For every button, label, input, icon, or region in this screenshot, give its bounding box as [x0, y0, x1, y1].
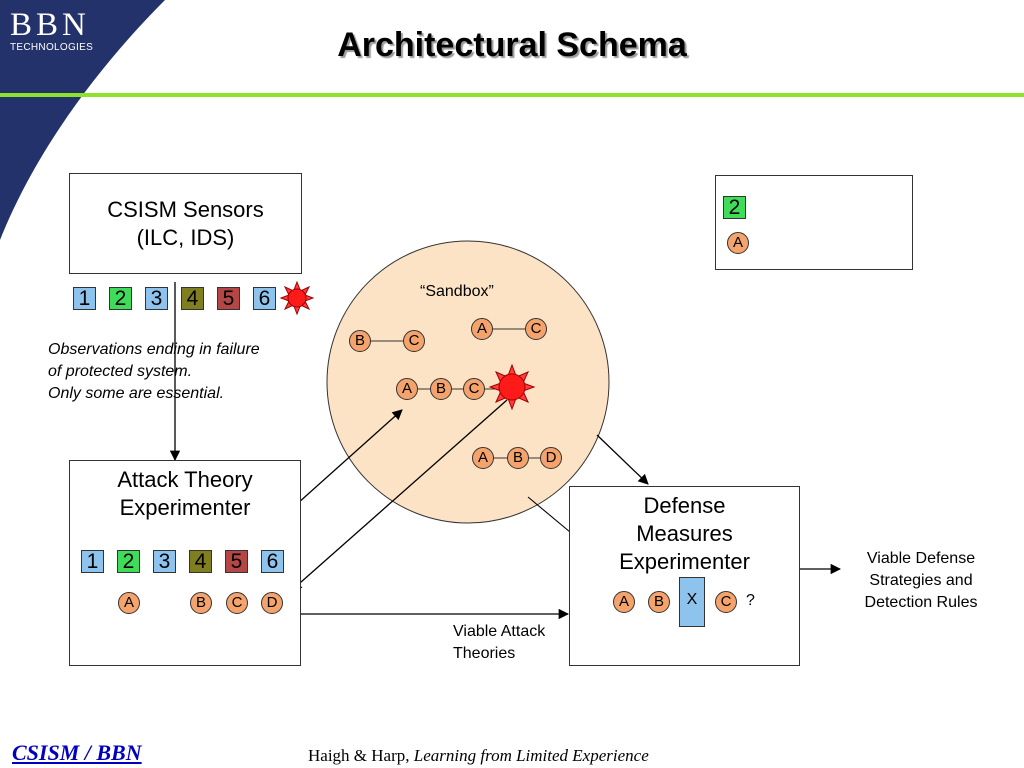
arrow-sandbox-to-attack — [291, 399, 508, 591]
defense-question-mark: ? — [746, 592, 755, 609]
defense-circle-B: B — [648, 591, 670, 613]
attack-num-3: 3 — [153, 550, 176, 573]
sensor-num-4: 4 — [181, 287, 204, 310]
failure-star-icon — [279, 280, 315, 316]
sensor-num-5: 5 — [217, 287, 240, 310]
bbn-logo-subtitle: TECHNOLOGIES — [10, 42, 94, 53]
line-defense-to-sandbox — [527, 496, 571, 533]
sandbox-circle-D: D — [540, 447, 562, 469]
sensors-line1: CSISM Sensors — [107, 197, 264, 222]
arrow-sandbox-to-defense — [596, 434, 649, 485]
sandbox-circle-A: A — [396, 378, 418, 400]
observations-line1: Observations ending in failure — [48, 341, 260, 358]
legend-circle: A — [727, 232, 749, 254]
sensor-num-3: 3 — [145, 287, 168, 310]
defense-line3: Experimenter — [619, 549, 750, 574]
defense-box — [569, 486, 800, 666]
footer-paper-title: Learning from Limited Experience — [413, 746, 649, 765]
viable-defense-line1: Viable Defense — [866, 550, 976, 567]
defense-line2: Measures — [636, 521, 733, 546]
observations-line2: of protected system. — [48, 363, 193, 380]
viable-defense-line3: Detection Rules — [864, 594, 978, 611]
defense-title: Defense Measures Experimenter — [569, 492, 800, 576]
observations-line3: Only some are essential. — [48, 385, 225, 402]
attack-circle-A: A — [118, 592, 140, 614]
legend-box — [715, 175, 913, 270]
attack-num-5: 5 — [225, 550, 248, 573]
legend-num: 2 — [723, 196, 746, 219]
attack-line1: Attack Theory — [117, 467, 253, 492]
failure-star-icon — [488, 363, 536, 411]
defense-line1: Defense — [643, 493, 726, 518]
sensor-num-2: 2 — [109, 287, 132, 310]
navy-corner-shape — [0, 0, 165, 240]
sandbox-circle-B: B — [507, 447, 529, 469]
viable-attack-line1: Viable Attack — [453, 623, 546, 640]
arrow-attack-to-sandbox — [287, 409, 403, 513]
sandbox-circle-A: A — [471, 318, 493, 340]
attack-num-1: 1 — [81, 550, 104, 573]
sensors-line2: (ILC, IDS) — [136, 225, 235, 250]
attack-circle-C: C — [226, 592, 248, 614]
bbn-logo: BBN — [10, 7, 90, 43]
sandbox-circle-C: C — [525, 318, 547, 340]
header-accent-line — [0, 93, 1024, 97]
sandbox-label: “Sandbox” — [420, 283, 494, 300]
sandbox-circle-C: C — [463, 378, 485, 400]
viable-attack-label: Viable Attack Theories — [453, 621, 545, 665]
footer-citation: Haigh & Harp, Learning from Limited Expe… — [308, 746, 649, 766]
sandbox-circle-B: B — [430, 378, 452, 400]
sandbox-circle-B: B — [349, 330, 371, 352]
viable-defense-label: Viable Defense Strategies and Detection … — [842, 548, 1000, 614]
attack-title: Attack Theory Experimenter — [69, 466, 301, 522]
attack-num-6: 6 — [261, 550, 284, 573]
attack-num-4: 4 — [189, 550, 212, 573]
attack-num-2: 2 — [117, 550, 140, 573]
attack-circle-B: B — [190, 592, 212, 614]
sensors-box — [69, 173, 302, 274]
defense-x-box: X — [679, 577, 705, 627]
sandbox-circle-C: C — [403, 330, 425, 352]
footer-authors: Haigh & Harp, — [308, 746, 414, 765]
viable-attack-line2: Theories — [453, 645, 516, 662]
sensor-num-1: 1 — [73, 287, 96, 310]
footer-project-link[interactable]: CSISM / BBN — [12, 740, 142, 765]
sensors-title: CSISM Sensors (ILC, IDS) — [69, 196, 302, 252]
sandbox-circle-A: A — [472, 447, 494, 469]
attack-circle-D: D — [261, 592, 283, 614]
viable-defense-line2: Strategies and — [869, 572, 973, 589]
defense-circle-A: A — [613, 591, 635, 613]
attack-line2: Experimenter — [119, 495, 251, 520]
sensor-num-6: 6 — [253, 287, 276, 310]
defense-circle-C: C — [715, 591, 737, 613]
page-title: Architectural Schema — [337, 26, 687, 64]
observations-note: Observations ending in failure of protec… — [48, 339, 328, 405]
